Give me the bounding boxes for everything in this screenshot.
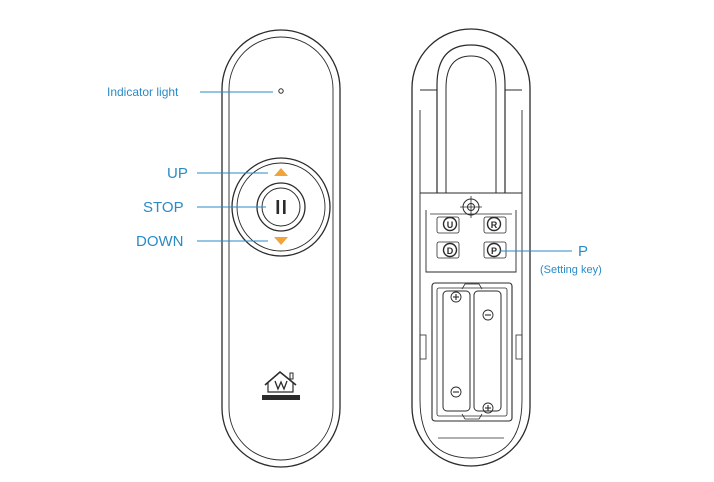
p-label: P [578, 243, 588, 260]
r-button-label: R [491, 220, 498, 230]
battery-compartment [431, 282, 513, 422]
battery-left [442, 290, 471, 412]
back-body-outer [411, 28, 531, 467]
up-label: UP [167, 165, 188, 182]
u-button-label: U [447, 220, 454, 230]
p-button-label: P [491, 246, 497, 256]
button-board [425, 210, 517, 273]
stop-label: STOP [143, 199, 184, 216]
p-button[interactable] [486, 242, 502, 258]
d-button-label: D [447, 246, 454, 256]
r-button-group[interactable]: R [483, 216, 507, 234]
battery-right [473, 290, 502, 412]
down-label: DOWN [136, 233, 184, 250]
clip-loop-outer [436, 44, 506, 193]
p-button-group[interactable]: P [483, 241, 507, 259]
minus-icon [450, 386, 462, 398]
indicator-light-label: Indicator light [107, 85, 179, 99]
stop-button[interactable] [261, 187, 301, 227]
u-button-group[interactable]: U [436, 216, 460, 234]
down-arrow-icon[interactable] [274, 237, 288, 245]
setting-key-label: (Setting key) [540, 264, 602, 276]
front-body-outer [221, 29, 341, 468]
pause-icon [276, 200, 286, 214]
d-button[interactable] [442, 242, 458, 258]
front-remote [221, 29, 341, 468]
r-button[interactable] [486, 216, 502, 232]
side-tab-right [515, 334, 523, 360]
back-remote: U R D P [411, 28, 531, 467]
u-button[interactable] [442, 216, 458, 232]
up-arrow-icon[interactable] [274, 168, 288, 176]
d-button-group[interactable]: D [436, 241, 460, 259]
side-tab-left [419, 334, 427, 360]
clip-loop-inner [445, 55, 497, 193]
plus-icon [482, 402, 494, 414]
back-body-inner [419, 110, 523, 459]
front-body-inner [228, 36, 334, 461]
minus-icon [482, 309, 494, 321]
plus-icon [450, 291, 462, 303]
indicator-light [278, 88, 284, 94]
house-logo-icon [262, 370, 300, 400]
